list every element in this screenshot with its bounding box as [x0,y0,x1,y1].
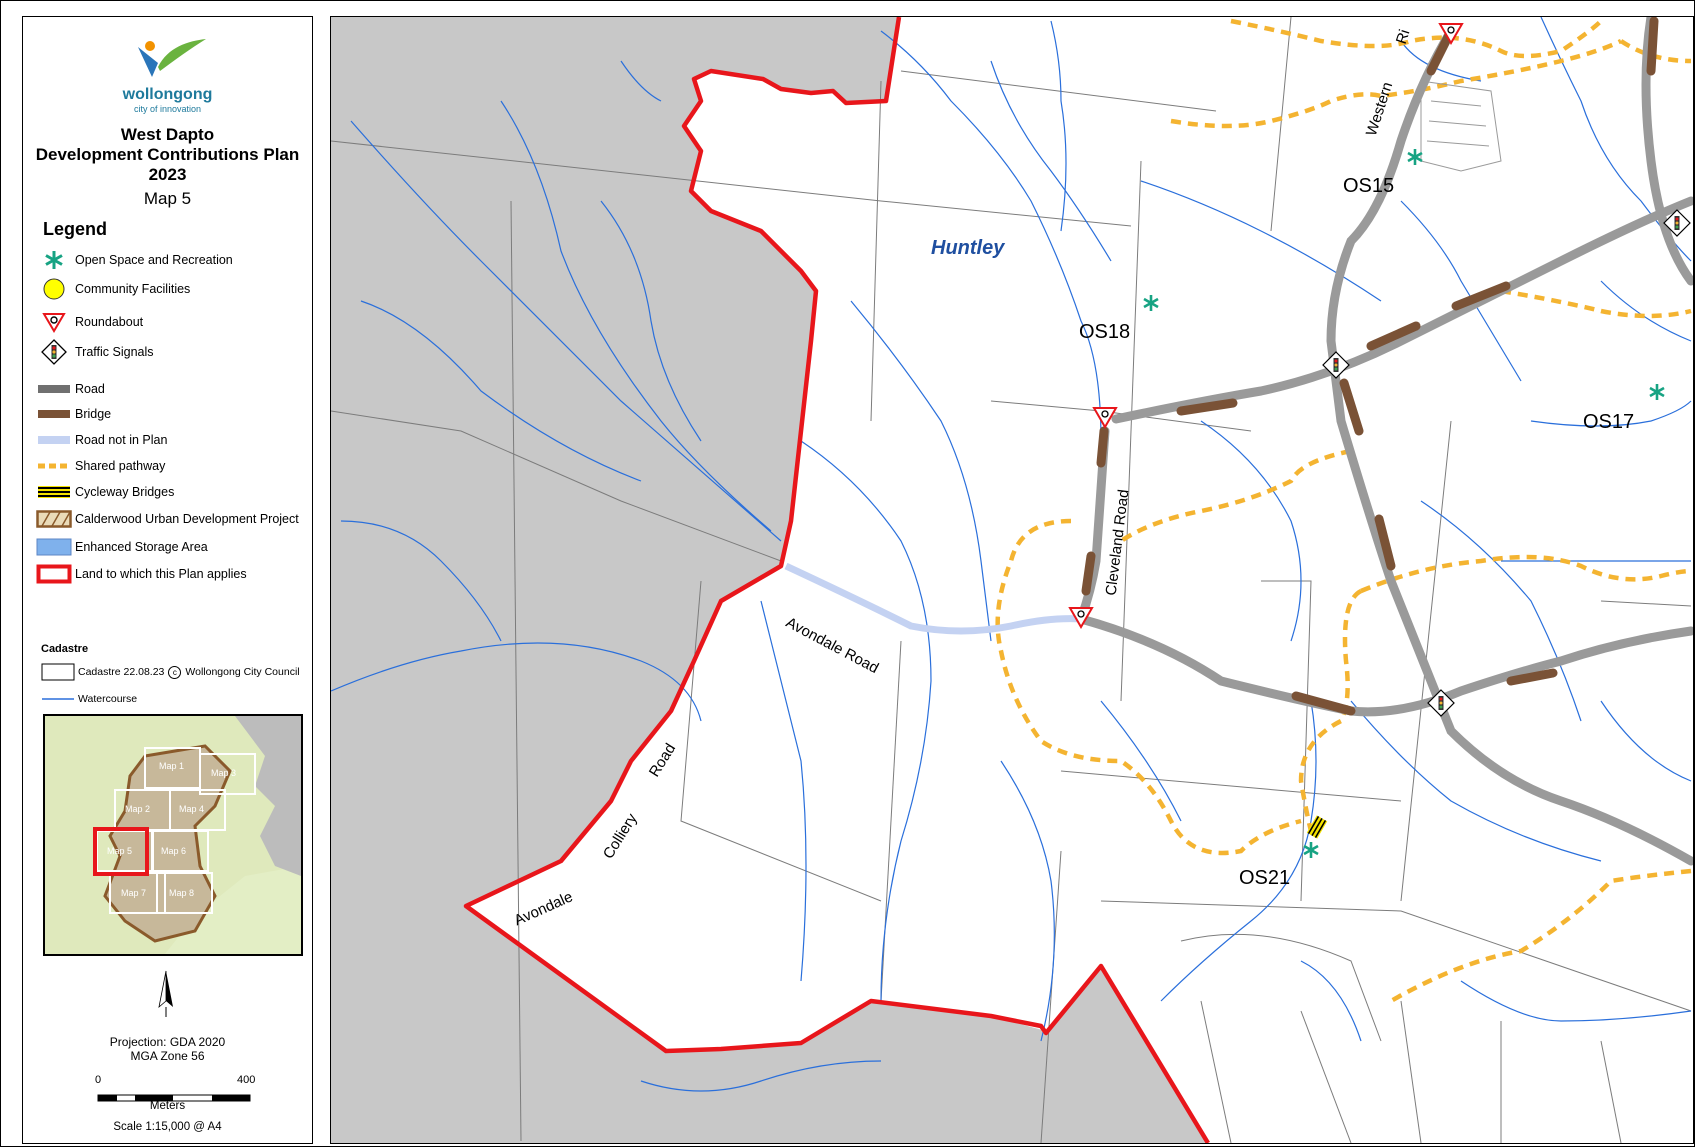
scale-end-label: 400 [237,1074,256,1086]
title-line-3: 2023 [148,165,187,184]
legend-item-plan-land: Land to which this Plan applies [35,563,247,585]
title-line-1: West Dapto [120,125,215,144]
map-canvas [331,17,1693,1143]
wollongong-logo-icon [137,39,206,77]
projection-line-2: MGA Zone 56 [130,1049,205,1063]
legend-item-roundabout: Roundabout [35,311,143,333]
legend-label: Shared pathway [75,459,166,473]
legend-label: Traffic Signals [75,345,154,359]
inset-label-map4: Map 4 [179,804,205,814]
legend-item-road-not-in-plan: Road not in Plan [35,429,167,451]
legend-item-shared-pathway: Shared pathway [35,455,165,477]
scale-start-label: 0 [95,1074,102,1086]
yellow-circle-icon [35,278,73,300]
legend-label: Road not in Plan [75,433,168,447]
legend-label: Bridge [75,407,112,421]
inset-label-map7: Map 7 [121,888,147,898]
road-east-top [1641,17,1693,286]
watercourse-item: Watercourse [41,693,137,705]
road-east [1111,196,1693,424]
watercourse-line-icon [42,698,74,700]
legend-label: Community Facilities [75,282,191,296]
north-arrow-icon [151,967,181,1030]
traffic-signal-icon [35,339,73,365]
road-western-ridge [1326,26,1693,866]
title-line-2: Development Contributions Plan [35,145,300,164]
cadastre-heading: Cadastre [41,643,89,655]
cycleway-bridge-marker [1306,815,1328,839]
open-space-markers [1143,149,1665,858]
legend-item-road: Road [35,378,105,400]
traffic-signal-markers [1322,209,1691,717]
inset-label-map6: Map 6 [161,846,187,856]
red-outline-box-icon [35,563,73,585]
legend-label: Open Space and Recreation [75,253,233,267]
scale-bar [97,1089,251,1107]
plan-title: West Dapto Development Contributions Pla… [23,125,312,185]
inset-label-map3: Map 3 [211,768,237,778]
road-avondale-east [1076,614,1693,717]
copyright-icon: c [168,665,182,679]
road-not-in-plan-avondale [784,562,1082,635]
locator-inset-map: Map 1 Map 3 Map 2 Map 4 Map 5 Map 6 Map … [43,714,303,956]
legend-item-cycleway: Cycleway Bridges [35,481,174,503]
legend-heading: Legend [43,219,108,239]
map-number: Map 5 [143,189,192,208]
cadastre-credit: Wollongong City Council [185,666,300,678]
legend-item-community: Community Facilities [35,278,190,300]
legend-item-bridge: Bridge [35,403,111,425]
legend-item-enhanced-storage: Enhanced Storage Area [35,536,208,558]
cadastre-item: Cadastre 22.08.23 c Wollongong City Coun… [41,663,300,681]
blue-box-icon [35,536,73,558]
main-map: Huntley OS15 OS17 OS18 OS21 Western Ri C… [330,16,1694,1144]
legend-label: Road [75,382,105,396]
label-os18: OS18 [1079,321,1131,343]
cadastre-label: Cadastre 22.08.23 [78,666,165,678]
roundabout-triangle-icon [35,311,73,333]
label-os21: OS21 [1239,867,1291,889]
inset-label-map5: Map 5 [107,846,133,856]
label-os17: OS17 [1583,411,1635,433]
hatched-box-icon [35,508,73,530]
legend-label: Enhanced Storage Area [75,540,208,554]
inset-label-map2: Map 2 [125,804,151,814]
legend-label: Cycleway Bridges [75,485,175,499]
legend-panel: wollongong city of innovation West Dapto… [22,16,313,1144]
road-line-icon [35,378,73,400]
cycleway-bridge-icon [35,481,73,503]
scale-text: Scale 1:15,000 @ A4 [113,1121,222,1133]
logo: wollongong city of innovation [23,37,312,114]
legend-label: Calderwood Urban Development Project [75,512,299,526]
asterisk-icon [35,249,73,271]
cadastre-box-icon [41,663,75,681]
inset-label-map8: Map 8 [169,888,195,898]
legend-label: Roundabout [75,315,144,329]
legend-item-traffic: Traffic Signals [35,339,154,365]
legend-label: Land to which this Plan applies [75,567,247,581]
watercourse-label: Watercourse [78,693,138,705]
outside-plan-area [331,17,1208,1143]
inset-label-map1: Map 1 [159,761,185,771]
roundabout-markers [1068,23,1464,629]
projection-line-1: Projection: GDA 2020 [109,1035,226,1049]
projection-info: Projection: GDA 2020 MGA Zone 56 [23,1035,312,1063]
dashed-path-icon [35,455,73,477]
legend-item-calderwood: Calderwood Urban Development Project [35,508,299,530]
logo-name: wollongong [122,86,213,103]
label-os15: OS15 [1343,175,1395,197]
label-huntley: Huntley [931,237,1005,259]
logo-tagline: city of innovation [133,104,202,114]
legend-item-open-space: Open Space and Recreation [35,249,233,271]
plan-boundary [463,17,1210,1143]
scale-unit: Meters [149,1100,186,1112]
bridge-line-icon [35,403,73,425]
road-not-in-plan-icon [35,429,73,451]
